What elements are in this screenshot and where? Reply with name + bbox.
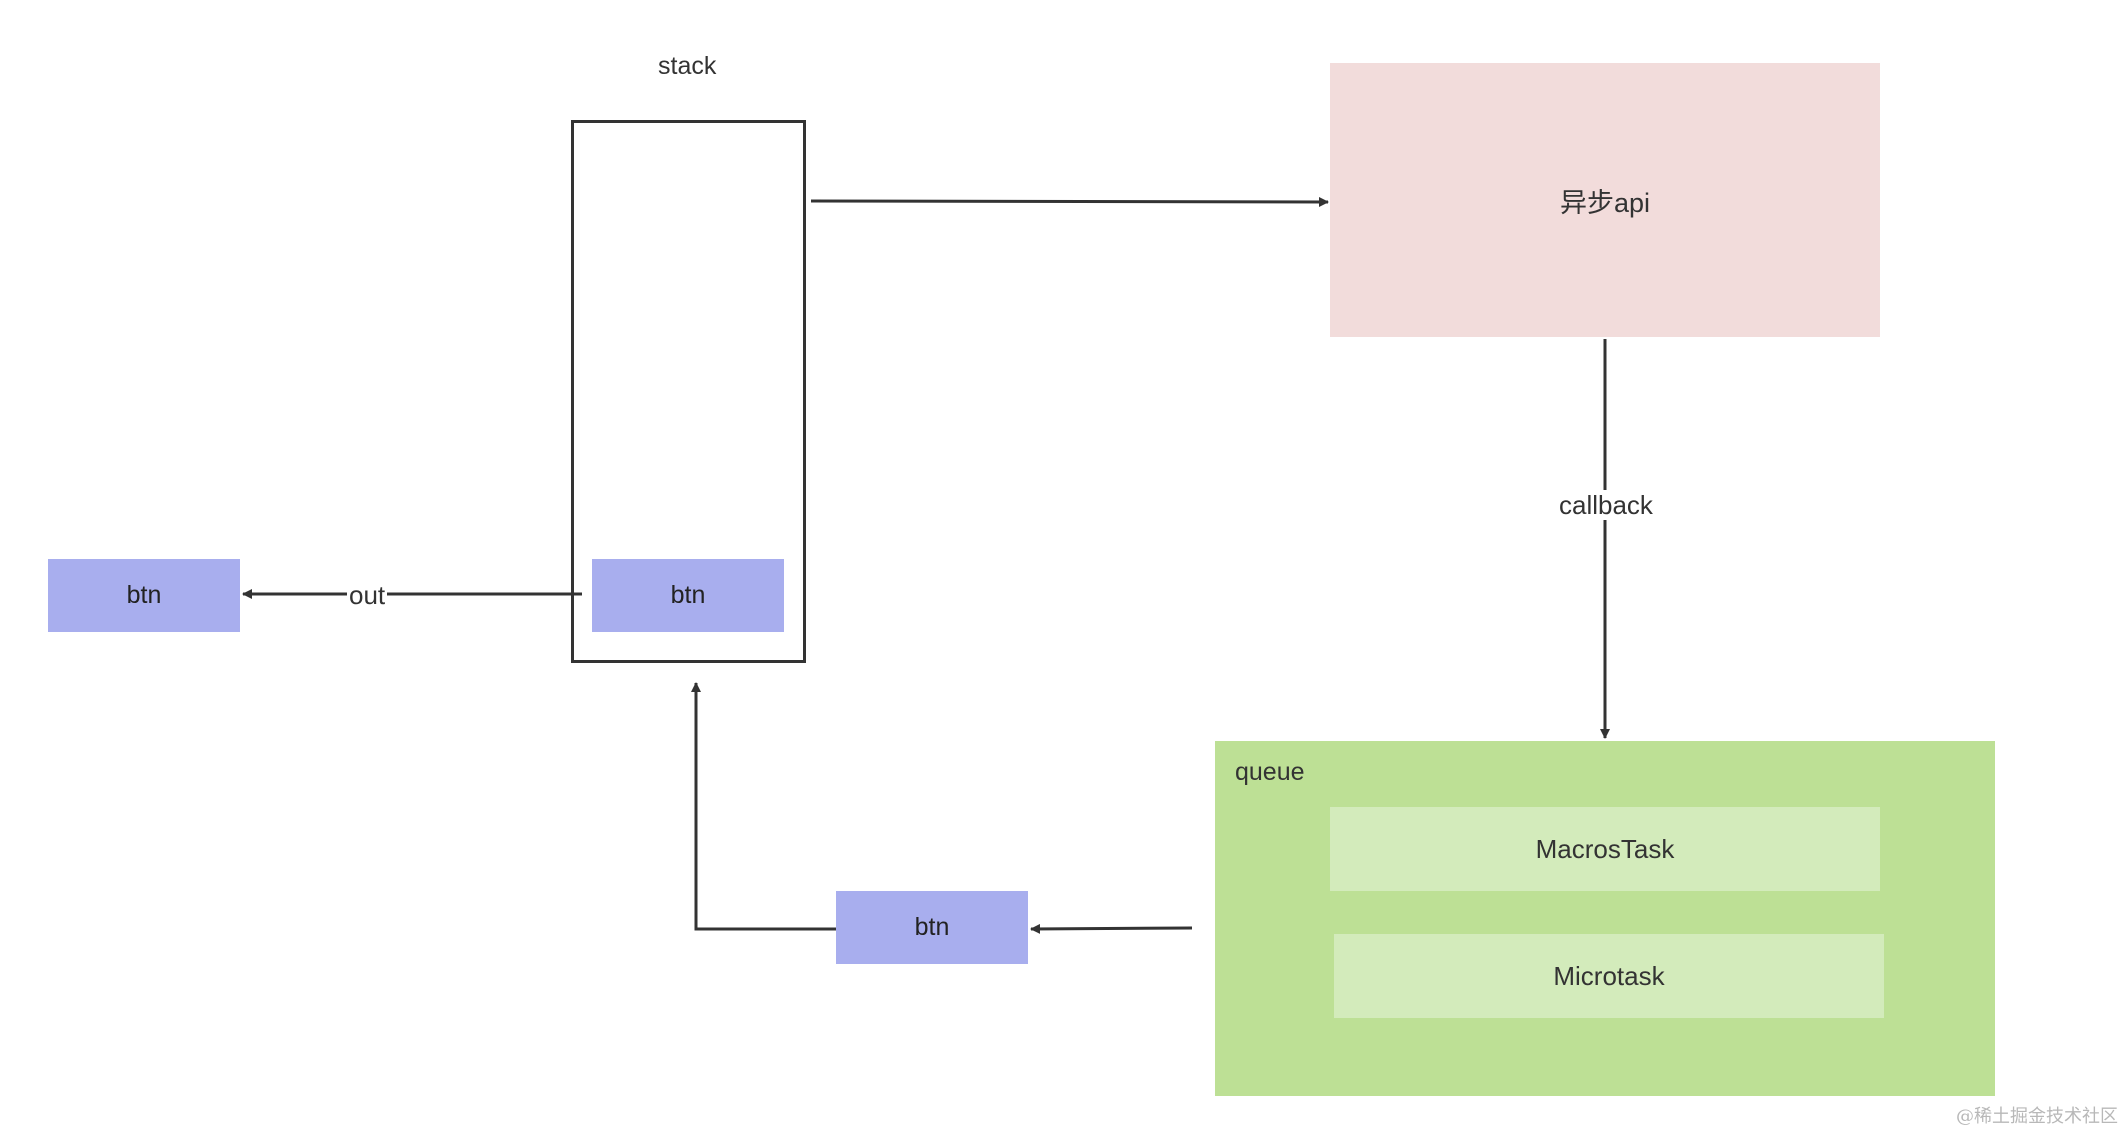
microtask-label: Microtask [1553,960,1665,991]
arrow-queue-to-bottom-btn [1030,923,1193,934]
bottom-btn-label: btn [914,913,950,941]
async-api-label: 异步api [1559,187,1651,218]
microtask-node: Microtask [1334,934,1884,1018]
arrow-stack-to-api [810,196,1329,207]
watermark-text: @稀土掘金技术社区 [1956,1106,2118,1127]
async-api-node: 异步api [1330,63,1880,337]
macrotask-node: MacrosTask [1330,807,1880,891]
stack-btn-node: btn [592,559,784,632]
queue-title: queue [1235,758,1305,786]
arrow-bottom-btn-to-stack [691,682,837,931]
stack-title: stack [658,52,717,80]
callback-edge-label: callback [1557,490,1655,520]
macrotask-label: MacrosTask [1535,833,1675,864]
left-btn-label: btn [126,581,162,609]
left-btn-node: btn [48,559,240,632]
queue-container: queue MacrosTask Microtask [1215,741,1995,1096]
stack-container [571,120,806,663]
bottom-btn-node: btn [836,891,1028,964]
out-edge-label: out [347,580,388,610]
stack-btn-label: btn [670,581,706,609]
